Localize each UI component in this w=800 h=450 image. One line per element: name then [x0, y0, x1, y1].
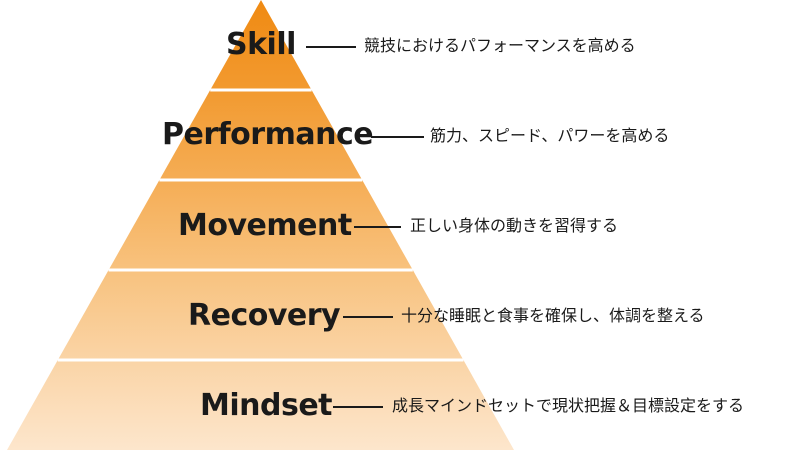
tier-description-recovery: 十分な睡眠と食事を確保し、体調を整える	[401, 306, 705, 325]
tier-title-skill: Skill	[226, 27, 296, 62]
connector-line-recovery	[343, 316, 393, 318]
tier-description-mindset: 成長マインドセットで現状把握＆目標設定をする	[392, 396, 745, 415]
tier-title-movement: Movement	[178, 208, 352, 243]
tier-description-performance: 筋力、スピード、パワーを高める	[430, 126, 670, 145]
connector-line-movement	[354, 226, 401, 228]
tier-separators	[57, 88, 464, 362]
tier-description-skill: 競技におけるパフォーマンスを高める	[364, 36, 636, 55]
tier-description-movement: 正しい身体の動きを習得する	[410, 216, 619, 235]
connector-line-skill	[306, 46, 356, 48]
tier-title-mindset: Mindset	[200, 388, 333, 423]
connector-line-performance	[371, 136, 424, 138]
tier-title-performance: Performance	[162, 117, 374, 152]
pyramid-body	[7, 0, 514, 450]
tier-title-recovery: Recovery	[188, 298, 341, 333]
connector-line-mindset	[333, 406, 383, 408]
